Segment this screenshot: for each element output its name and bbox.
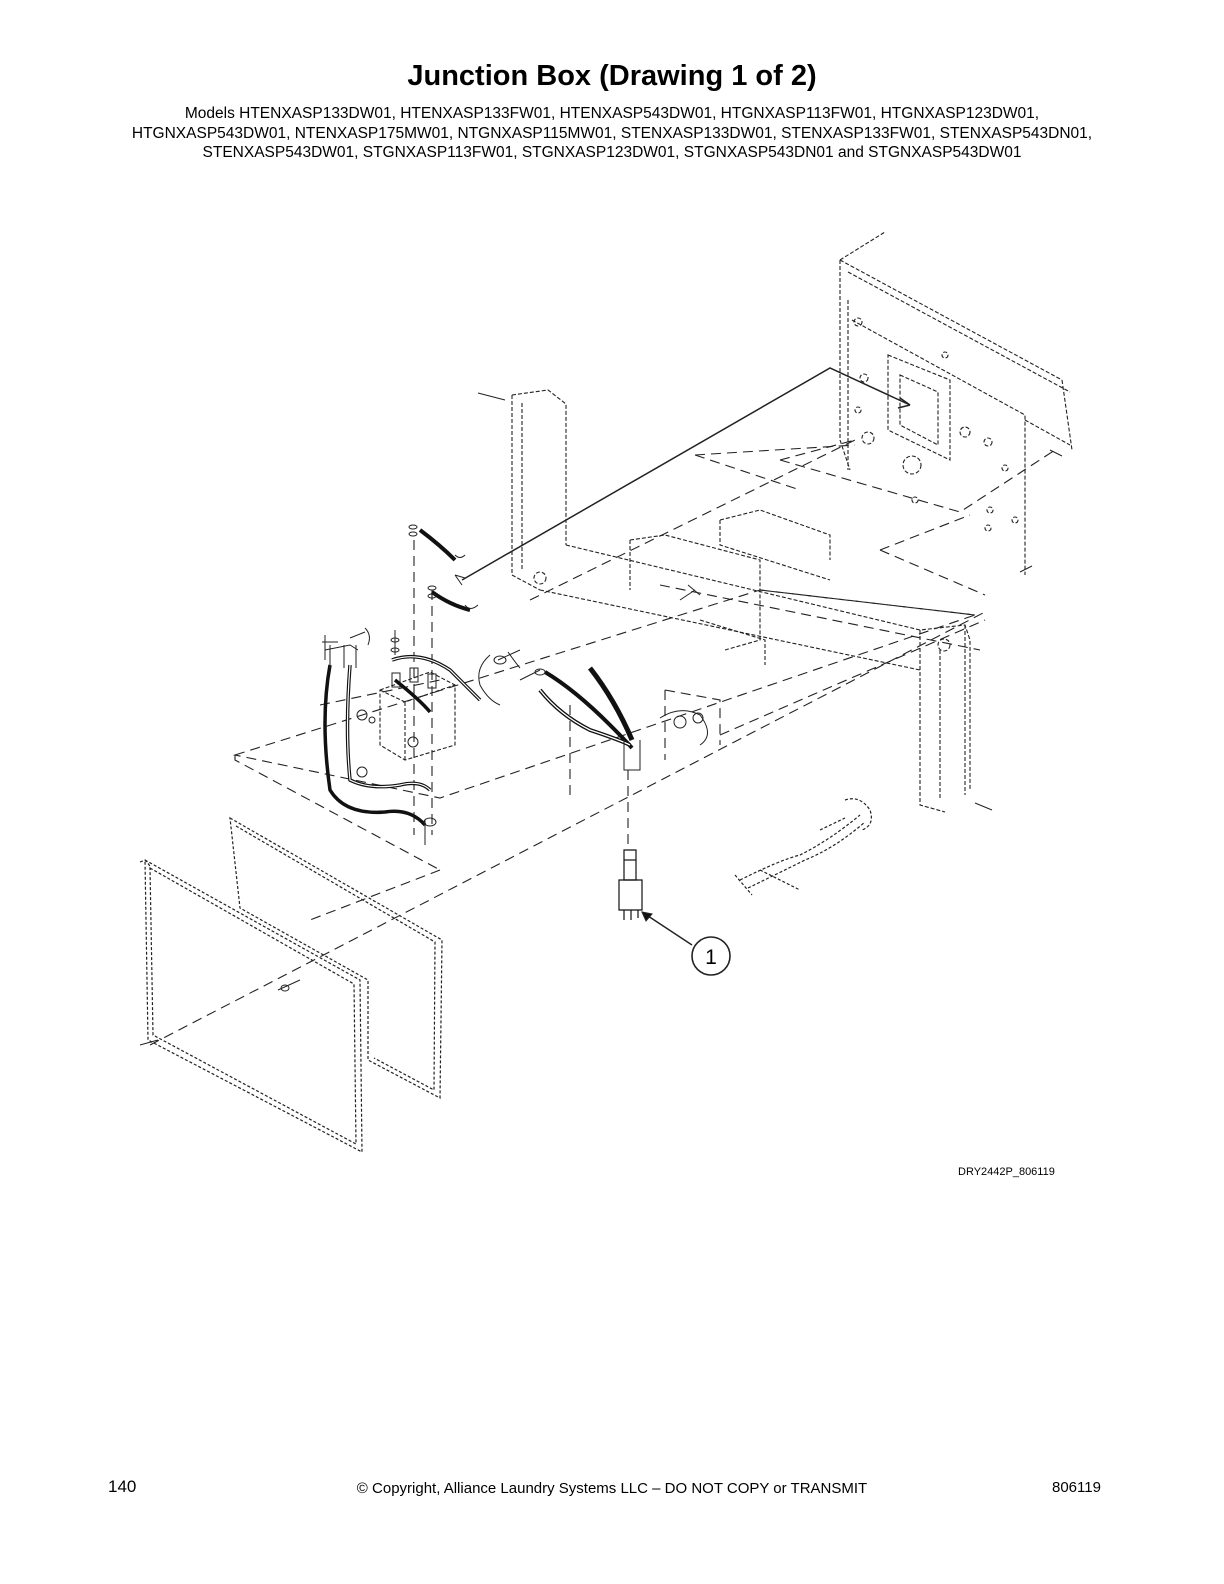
callout-1-label: 1 [705, 946, 717, 969]
copyright-notice: © Copyright, Alliance Laundry Systems LL… [356, 1480, 868, 1497]
document-number: 806119 [1052, 1479, 1101, 1496]
page-title: Junction Box (Drawing 1 of 2) [407, 60, 817, 92]
callout-1: 1 [691, 936, 731, 976]
assembly-lines [149, 439, 1056, 1046]
dryer-cabinet [839, 231, 1073, 575]
access-panel-front [139, 858, 363, 1153]
drawing-id: DRY2442P_806119 [958, 1166, 1055, 1178]
page-number: 140 [108, 1477, 137, 1496]
access-panel-back [229, 816, 443, 1099]
model-list: Models HTENXASP133DW01, HTENXASP133FW01,… [131, 105, 1093, 161]
cord-set [734, 798, 872, 896]
connection-leader [461, 367, 911, 581]
terminal-block [379, 671, 456, 761]
base-frame [511, 389, 971, 813]
plug-assembly [618, 849, 643, 920]
power-cord [538, 666, 635, 750]
ground-wires [418, 528, 471, 612]
